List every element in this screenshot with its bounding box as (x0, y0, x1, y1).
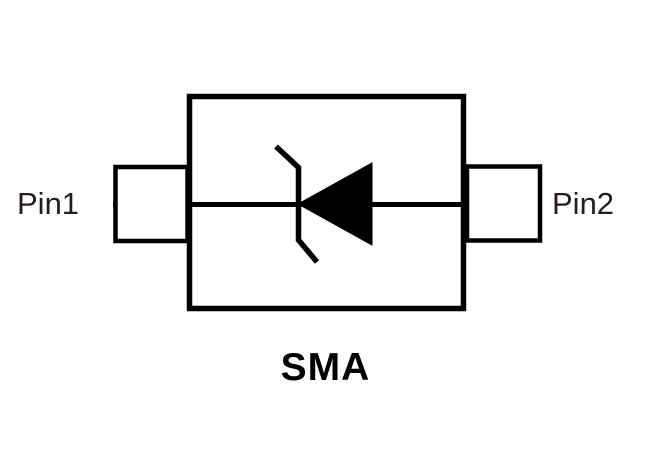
package-name-caption: SMA (0, 348, 645, 387)
pin2-label: Pin2 (552, 186, 615, 221)
package-body-rect (186, 93, 467, 312)
pin1-pad-rect (113, 164, 190, 244)
pin1-label: Pin1 (17, 186, 80, 221)
package-name-text: SMA (280, 346, 371, 389)
pin2-pad-rect (464, 164, 543, 243)
diode-anode-triangle (296, 162, 373, 246)
